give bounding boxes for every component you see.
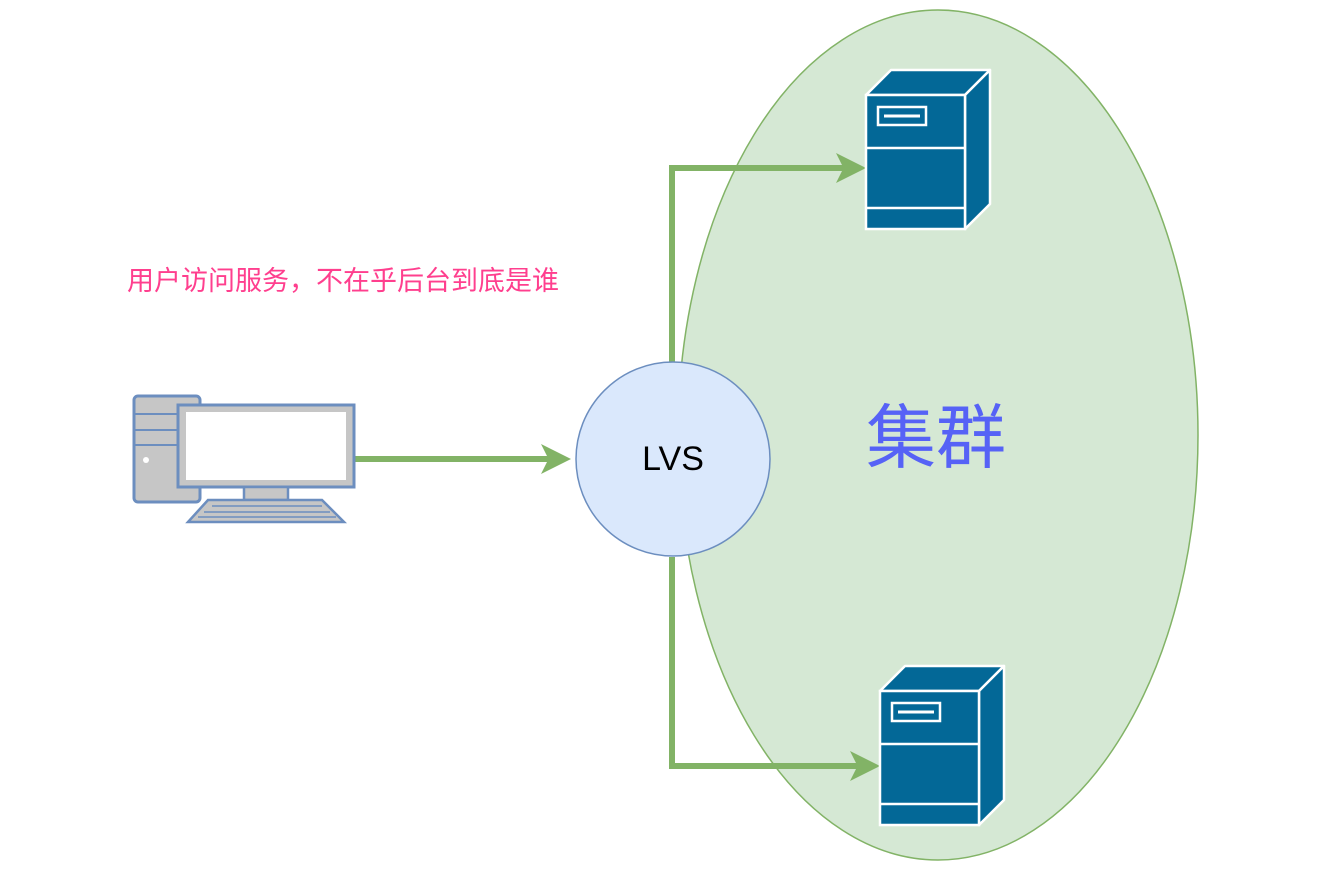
edge-lvs-to-server-bottom (669, 557, 880, 781)
server-top-icon (864, 68, 992, 231)
edge-lvs-to-server-top (669, 153, 866, 365)
user-access-caption: 用户访问服务，不在乎后台到底是谁 (127, 266, 559, 297)
lvs-node[interactable] (575, 361, 771, 557)
lvs-label: LVS (642, 440, 704, 478)
desktop-computer-icon (132, 394, 356, 524)
server-bottom-icon (878, 664, 1006, 827)
cluster-label: 集群 (866, 397, 1006, 479)
